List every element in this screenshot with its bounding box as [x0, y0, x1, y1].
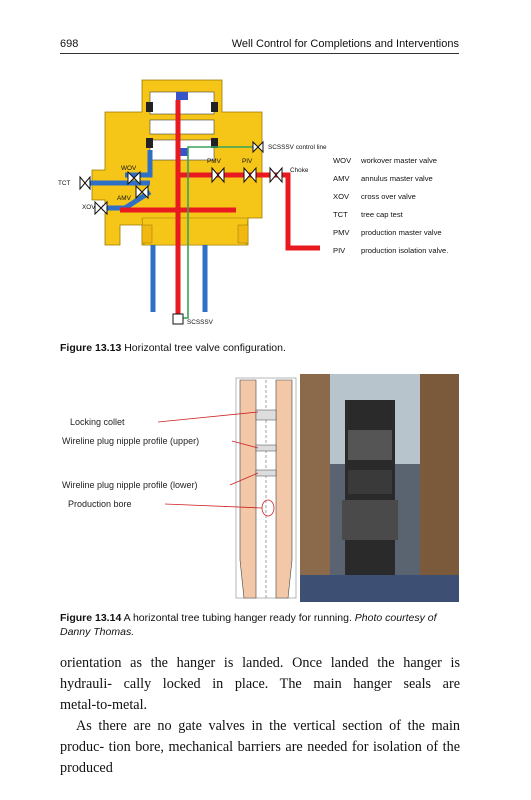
- callout-production-bore: Production bore: [68, 499, 132, 509]
- piv-valve-icon: [243, 166, 257, 184]
- figure-caption-text: A horizontal tree tubing hanger ready fo…: [123, 612, 352, 624]
- figure-label: Figure 13.13: [60, 342, 122, 354]
- xov-label: XOV: [82, 204, 96, 211]
- scsssv-control-valve-icon: [252, 140, 264, 154]
- legend-row: WOV workover master valve: [333, 156, 448, 174]
- scsssv-label: SCSSSV: [187, 319, 214, 326]
- callout-locking-collet: Locking collet: [70, 417, 125, 427]
- legend-row: XOV cross over valve: [333, 192, 448, 210]
- legend-desc: production isolation valve.: [361, 246, 449, 255]
- piv-label: PIV: [242, 158, 253, 165]
- figure-label: Figure 13.14: [60, 612, 122, 624]
- hanger-drawing: [235, 377, 297, 599]
- callout-upper-profile: Wireline plug nipple profile (upper): [62, 436, 199, 446]
- legend-row: AMV annulus master valve: [333, 174, 448, 192]
- valves: [79, 140, 283, 325]
- xov-valve-icon: [94, 200, 108, 216]
- photo-credit: Photo courtesy of Danny Thomas.: [60, 612, 437, 638]
- legend-abbr: PIV: [333, 246, 346, 255]
- legend-abbr: WOV: [333, 156, 352, 165]
- body-text: orientation as the hanger is landed. Onc…: [60, 653, 460, 779]
- wov-valve-icon: [127, 170, 141, 186]
- callout-lower-profile: Wireline plug nipple profile (lower): [62, 480, 198, 490]
- hanger-photo: [300, 374, 459, 602]
- production-lines: [120, 100, 320, 320]
- legend-desc: tree cap test: [361, 210, 403, 219]
- choke-label: Choke: [290, 167, 309, 174]
- paragraph: orientation as the hanger is landed. Onc…: [60, 655, 460, 713]
- figure-13-14-caption: Figure 13.14 A horizontal tree tubing ha…: [60, 611, 460, 639]
- scsssv-icon: [172, 313, 184, 325]
- amv-label: AMV: [117, 195, 132, 202]
- legend-abbr: AMV: [333, 174, 350, 183]
- wov-label: WOV: [121, 165, 137, 172]
- choke-valve-icon: [269, 166, 283, 184]
- legend-desc: workover master valve: [361, 156, 437, 165]
- tct-label: TCT: [58, 180, 71, 187]
- paragraph: As there are no gate valves in the verti…: [60, 718, 460, 776]
- legend-row: TCT tree cap test: [333, 210, 448, 228]
- legend-row: PIV production isolation valve.: [333, 246, 448, 264]
- scsssv-control-line: [180, 146, 258, 319]
- control-line-label: SCSSSV control line: [268, 144, 327, 151]
- legend-desc: production master valve: [361, 228, 442, 237]
- legend-row: PMV production master valve: [333, 228, 448, 246]
- tct-valve-icon: [79, 175, 91, 191]
- legend-abbr: XOV: [333, 192, 350, 201]
- pmv-label: PMV: [207, 158, 222, 165]
- legend-desc: annulus master valve: [361, 174, 433, 183]
- running-title: Well Control for Completions and Interve…: [231, 38, 459, 50]
- figure-caption-text: Horizontal tree valve configuration.: [124, 342, 286, 354]
- callout-lines: [157, 411, 263, 509]
- legend-abbr: PMV: [333, 228, 350, 237]
- pmv-valve-icon: [211, 166, 225, 184]
- legend-desc: cross over valve: [361, 192, 416, 201]
- figure-13-13-caption: Figure 13.13 Horizontal tree valve confi…: [60, 341, 460, 355]
- legend-abbr: TCT: [333, 210, 348, 219]
- amv-valve-icon: [135, 184, 149, 200]
- page-number: 698: [60, 38, 79, 50]
- header-rule: [60, 53, 459, 54]
